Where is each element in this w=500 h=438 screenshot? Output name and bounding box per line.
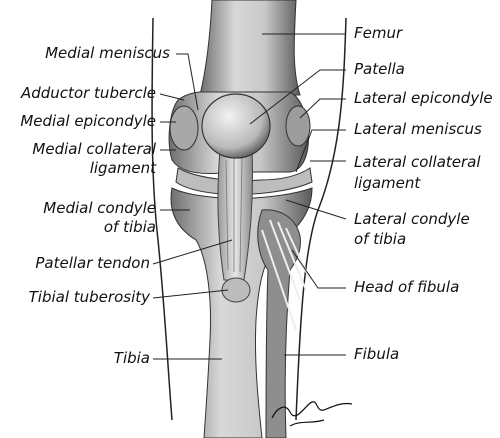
leader-lines-right [249,33,347,356]
leader-lines-left [152,53,233,360]
label-medial-condyle-tibia-1: Medial condyle [43,199,156,217]
label-femur: Femur [354,24,403,42]
lateral-epicondyle-shape [285,105,311,147]
label-lateral-condyle-tibia-2: of tibia [354,230,407,248]
femur-shaft [199,0,301,96]
fibula-bone [257,209,301,438]
label-lateral-collateral-ligament-2: ligament [354,174,421,192]
label-lateral-epicondyle: Lateral epicondyle [354,89,493,107]
label-lateral-condyle-tibia-1: Lateral condyle [354,210,470,228]
patella-shape [201,93,271,159]
label-lateral-meniscus: Lateral meniscus [354,120,482,138]
label-head-of-fibula: Head of fibula [354,278,460,296]
label-patellar-tendon: Patellar tendon [35,254,150,272]
label-medial-condyle-tibia-2: of tibia [103,218,156,236]
label-tibia: Tibia [113,349,150,367]
label-medial-meniscus: Medial meniscus [45,44,170,62]
label-fibula: Fibula [354,345,400,363]
label-patella: Patella [354,60,405,78]
lateral-ligament-fibres [261,219,311,331]
medial-epicondyle-shape [169,105,199,151]
tibia-bone [170,187,313,438]
label-medial-epicondyle: Medial epicondyle [20,112,156,130]
label-adductor-tubercle: Adductor tubercle [21,84,156,102]
label-lateral-collateral-ligament-1: Lateral collateral [354,153,481,171]
label-tibial-tuberosity: Tibial tuberosity [28,288,150,306]
label-medial-collateral-ligament-2: ligament [89,159,156,177]
label-medial-collateral-ligament-1: Medial collateral [32,140,156,158]
signature-mark [271,401,353,427]
leg-outline-left [151,17,173,421]
tibial-tuberosity-shape [221,277,251,303]
tendon-fibres [225,157,243,273]
